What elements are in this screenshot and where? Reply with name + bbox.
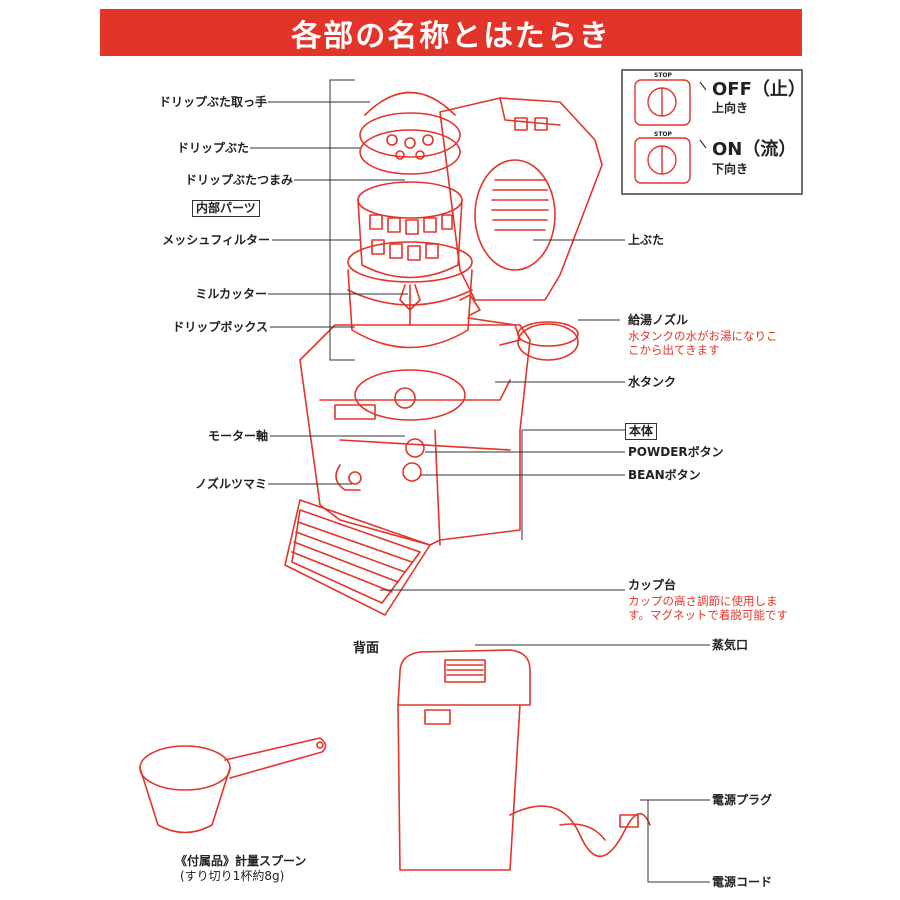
label-cup-stand: カップ台 (628, 578, 677, 592)
title-banner: 各部の名称とはたらき (100, 9, 802, 56)
cup-stand-illustration (284, 499, 431, 616)
drip-lid-illustration (359, 91, 461, 175)
mesh-filter-illustration (357, 181, 463, 279)
stop-label-top: STOP (654, 72, 672, 79)
label-top-lid: 上ぶた (628, 233, 665, 247)
cup-stand-desc-2: す。マグネットで着脱可能です (628, 608, 788, 622)
back-view-heading: 背面 (353, 641, 380, 656)
label-drip-lid: ドリップぶた (176, 141, 249, 155)
label-drip-box: ドリップボックス (172, 320, 268, 334)
label-steam-vent: 蒸気口 (712, 638, 749, 652)
top-lid-illustration (439, 97, 603, 301)
accessory-name: 《付属品》計量スプーン (175, 854, 307, 868)
label-internal-parts: 内部パーツ (192, 200, 260, 217)
switch-off-label: OFF（止） (712, 79, 806, 100)
label-mill-cutter: ミルカッター (195, 287, 267, 301)
label-motor-shaft: モーター軸 (207, 429, 268, 443)
label-bean-button: BEANボタン (628, 468, 701, 482)
label-drip-lid-handle: ドリップぶた取っ手 (158, 95, 267, 109)
label-power-cord: 電源コード (712, 875, 773, 889)
main-body-illustration (299, 317, 579, 546)
switch-off-desc: 上向き (712, 101, 749, 115)
switch-on-label: ON（流） (712, 139, 797, 160)
hot-water-nozzle-desc-1: 水タンクの水がお湯になりこ (628, 329, 778, 343)
hot-water-nozzle-desc-2: こから出てきます (628, 343, 720, 357)
spoon-illustration (139, 737, 327, 834)
label-water-tank: 水タンク (628, 375, 677, 389)
label-nozzle-knob: ノズルツマミ (194, 477, 267, 491)
label-main-body: 本体 (625, 423, 658, 440)
switch-on-desc: 下向き (712, 162, 749, 176)
cup-stand-desc-1: カップの高さ調節に使用しま (628, 594, 778, 608)
accessory-desc: (すり切り1杯約8g) (180, 869, 285, 883)
stop-label-bottom: STOP (654, 131, 672, 138)
label-hot-water-nozzle: 給湯ノズル (628, 313, 689, 327)
label-power-plug: 電源プラグ (712, 793, 773, 807)
label-powder-button: POWDERボタン (628, 445, 724, 459)
label-drip-lid-knob: ドリップぶたつまみ (184, 173, 293, 187)
switch-inset-box (621, 69, 803, 195)
label-mesh-filter: メッシュフィルター (162, 233, 270, 247)
back-view-illustration (397, 649, 651, 871)
drip-box-illustration (347, 241, 481, 349)
